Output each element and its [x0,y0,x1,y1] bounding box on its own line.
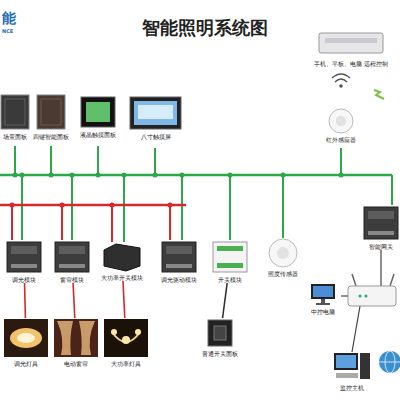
device-node: 智能网关 [362,205,400,250]
device-label: 普通开关面板 [200,350,240,357]
device-illustration [50,240,94,274]
device-label: 照度传感器 [260,270,306,277]
device-illustration [208,240,252,274]
logo-text: NCE [2,28,13,34]
device-node: 监控主机 [330,350,374,391]
device-label: 电动窗帘 [53,360,99,367]
device-label: 调光模块 [2,276,46,283]
device-node: 手机、平板、电脑 远程控制 [305,30,397,67]
device-label: 中控电脑 [305,308,341,315]
router-symbol [348,274,396,306]
device-illustration [330,350,374,382]
device-illustration [318,108,364,134]
device-node: 液晶触摸面板 [76,95,120,138]
device-illustration [76,95,120,129]
device-node: 大功率灯具 [103,318,149,367]
device-node: 场景面板 [0,93,30,140]
device-node: 大功率开关模块 [98,242,146,281]
device-label: 液晶触摸面板 [76,131,120,138]
device-node: 照度传感器 [260,238,306,277]
device-label: 开关模块 [208,276,252,283]
device-node: 中控电脑 [305,282,341,315]
device-node: 调光驱动模块 [154,240,204,283]
device-node: 电动窗帘 [53,318,99,367]
device-illustration [53,318,99,358]
device-illustration [200,318,240,348]
wire-connector [24,283,26,318]
logo-text: 能 [2,10,16,28]
device-node: 红外感应器 [318,108,364,143]
device-illustration [98,242,146,272]
device-illustration [260,238,306,268]
device-label: 四键智能面板 [33,133,69,140]
device-illustration [0,93,30,131]
device-label: 智能网关 [362,243,400,250]
device-label: 八寸触摸屏 [128,133,183,140]
device-illustration [3,318,49,358]
device-label: 场景面板 [0,133,30,140]
wire-connector [223,283,228,318]
device-illustration [128,95,183,131]
device-node: 普通开关面板 [200,318,240,357]
diagram-title: 智能照明系统图 [100,16,310,40]
device-node: 窗帘模块 [50,240,94,283]
device-node: 调光灯具 [3,318,49,367]
device-illustration [362,205,400,241]
device-illustration [2,240,46,274]
device-illustration [103,318,149,358]
device-illustration [305,282,341,306]
device-node: 八寸触摸屏 [128,95,183,140]
device-label: 监控主机 [330,384,374,391]
wire-connector [123,281,125,318]
device-label: 大功率开关模块 [98,274,146,281]
device-label: 调光驱动模块 [154,276,204,283]
device-illustration [305,30,397,58]
wire-connector [73,283,75,318]
device-label: 手机、平板、电脑 远程控制 [305,60,397,67]
device-label: 调光灯具 [3,360,49,367]
device-illustration [154,240,204,274]
device-label: 大功率灯具 [103,360,149,367]
device-node: 开关模块 [208,240,252,283]
device-label: 红外感应器 [318,136,364,143]
device-illustration [33,93,69,131]
globe-symbol [379,351,400,373]
device-node: 调光模块 [2,240,46,283]
device-node: 四键智能面板 [33,93,69,140]
device-label: 窗帘模块 [50,276,94,283]
